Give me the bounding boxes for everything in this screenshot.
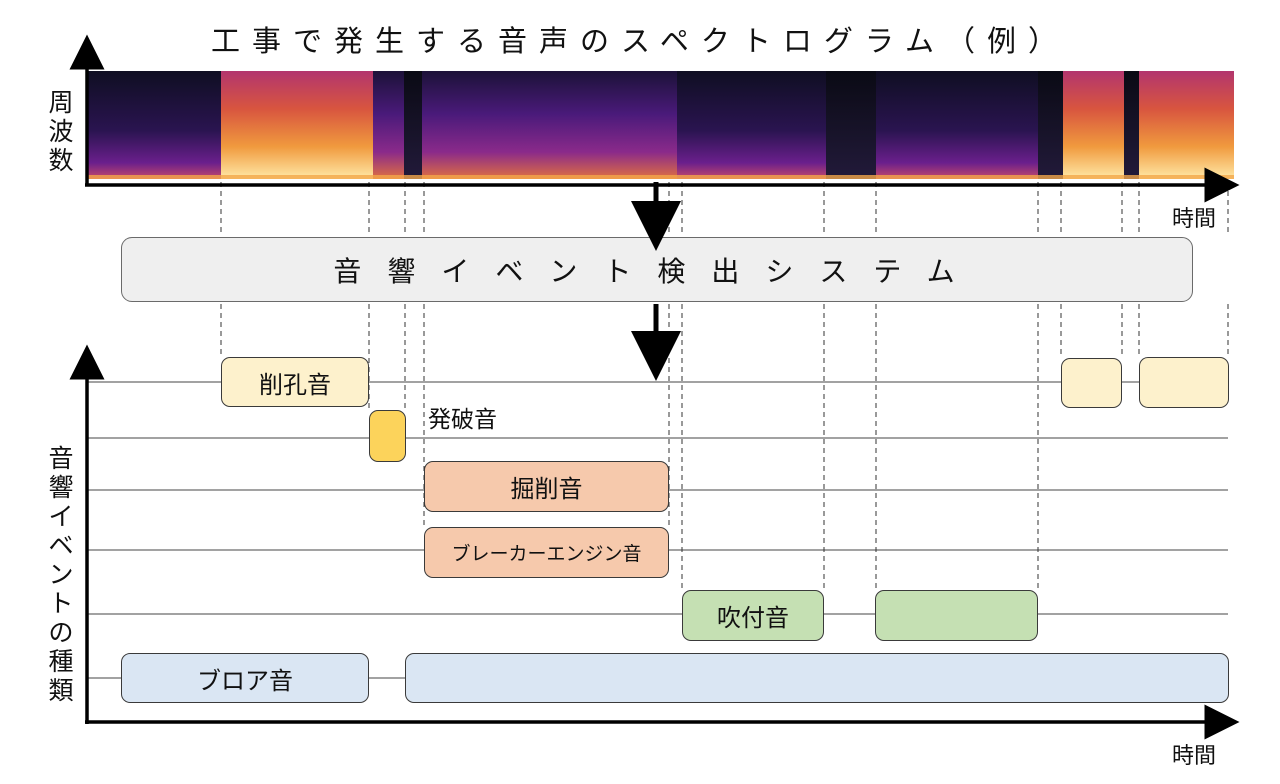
- event-label: 削孔音: [259, 370, 331, 399]
- event-drilling: 削孔音: [221, 357, 369, 407]
- time-axis-label-bottom: 時間: [1172, 744, 1217, 769]
- event-spraying: 吹付音: [682, 590, 824, 641]
- guide-lines: [220, 182, 1229, 590]
- spectrogram: [88, 71, 1234, 179]
- event-spraying-2: [875, 590, 1038, 641]
- event-blasting: [369, 410, 406, 462]
- event-type-axis-label: 音響イベントの種類: [48, 444, 74, 705]
- event-blower-2: [405, 653, 1229, 703]
- event-drilling-2: [1061, 358, 1122, 408]
- event-label: 吹付音: [717, 604, 789, 632]
- event-blasting-label: 発破音: [428, 407, 497, 433]
- event-label: 掘削音: [510, 475, 583, 503]
- event-blower: ブロア音: [121, 653, 369, 703]
- event-breaker-engine: ブレーカーエンジン音: [424, 527, 669, 578]
- event-label: ブロア音: [197, 666, 293, 695]
- time-axis-label-top: 時間: [1172, 207, 1217, 232]
- spectrogram-svg: [88, 71, 1234, 179]
- event-label: ブレーカーエンジン音: [451, 543, 642, 565]
- figure-title: 工事で発生する音声のスペクトログラム（例）: [210, 24, 1070, 58]
- event-excavation: 掘削音: [424, 461, 669, 512]
- frequency-axis-label: 周波数: [48, 88, 74, 175]
- detection-system-box: 音響イベント検出システム: [121, 237, 1193, 302]
- event-drilling-3: [1139, 357, 1229, 408]
